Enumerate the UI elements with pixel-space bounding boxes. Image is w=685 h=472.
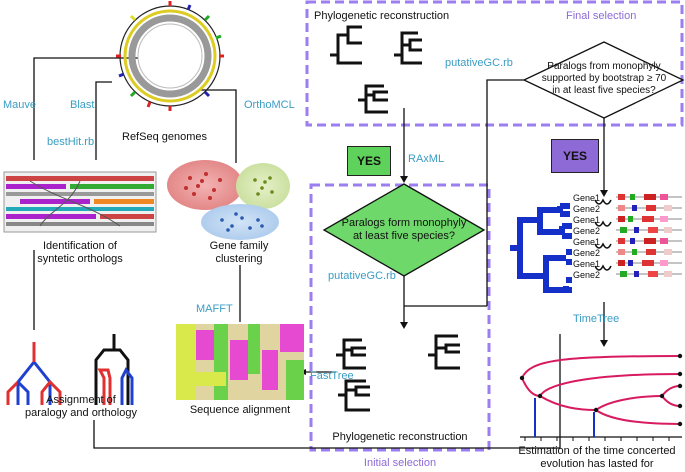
sequence-alignment-label: Sequence alignment: [189, 404, 291, 416]
gene-label: Gene1: [573, 215, 601, 225]
assignment-label-2: paralogy and orthology: [25, 407, 137, 419]
mauve-label: Mauve: [3, 99, 37, 111]
gene-label: Gene1: [573, 193, 601, 203]
besthit-label: bestHit.rb: [47, 136, 95, 148]
diamond-final-text-1: Paralogs from monophyly: [547, 61, 661, 72]
diamond-final-text-3: in at least five species?: [552, 85, 656, 96]
decision-diamond-initial: [322, 183, 486, 277]
circular-genome-map: [116, 1, 224, 111]
putativegc-mid-label: putativeGC.rb: [328, 270, 396, 282]
estimation-label-1: Estimation of the time concerted: [518, 445, 676, 457]
synteny-label-2: syntetic orthologs: [37, 253, 123, 265]
phylo-trees-top: [330, 25, 422, 114]
decision-diamond-final: [522, 41, 685, 119]
sequence-alignment-image: [176, 324, 304, 400]
initial-selection-box: [309, 183, 491, 452]
blast-label: Blast: [70, 99, 95, 111]
gene-label: Gene2: [573, 248, 601, 258]
assignment-label-1: Assignment of: [46, 394, 116, 406]
gene-label: Gene2: [573, 270, 601, 280]
gene-label: Gene2: [573, 226, 601, 236]
raxml-label: RAxML: [408, 153, 445, 165]
initial-selection-label: Initial selection: [363, 457, 437, 469]
gene-label: Gene2: [573, 204, 601, 214]
phylo-trees-bottom: [336, 334, 460, 412]
synteny-alignment-image: [3, 171, 157, 233]
phylo-reconstruction-bottom-label: Phylogenetic reconstruction: [332, 431, 468, 443]
synteny-label-1: Identification of: [43, 240, 117, 252]
yes-final-box: YES: [551, 139, 599, 173]
putativegc-top-label: putativeGC.rb: [445, 57, 513, 69]
final-selection-box: [305, 0, 684, 127]
fasttree-label: FastTree: [310, 370, 354, 382]
orthomcl-label: OrthoMCL: [244, 99, 295, 111]
time-tree: [519, 353, 683, 441]
gene-label: Gene1: [573, 237, 601, 247]
diamond-initial-text-1: Paralogs form monophyly: [341, 217, 467, 229]
diamond-final-text-2: supported by bootstrap ≥ 70: [541, 73, 667, 84]
estimation-label-2: evolution has lasted for: [540, 458, 654, 470]
phylo-reconstruction-top-label: Phylogenetic reconstruction: [314, 10, 450, 22]
connector-lines: [33, 57, 605, 449]
gene-tree-blue: [510, 203, 572, 293]
cluster-label-1: Gene family: [209, 240, 269, 252]
diamond-initial-text-2: at least five species?: [352, 230, 456, 242]
mafft-label: MAFFT: [196, 303, 233, 315]
timetree-label: TimeTree: [573, 313, 620, 325]
gene-rows: [594, 194, 682, 277]
cluster-label-2: clustering: [215, 253, 263, 265]
gene-label: Gene1: [573, 259, 601, 269]
gene-family-clusters: [167, 160, 290, 240]
final-selection-label: Final selection: [566, 10, 637, 22]
orthology-paralogy-trees: [6, 334, 134, 405]
refseq-genomes-label: RefSeq genomes: [122, 131, 207, 143]
yes-initial-box: YES: [347, 146, 391, 176]
